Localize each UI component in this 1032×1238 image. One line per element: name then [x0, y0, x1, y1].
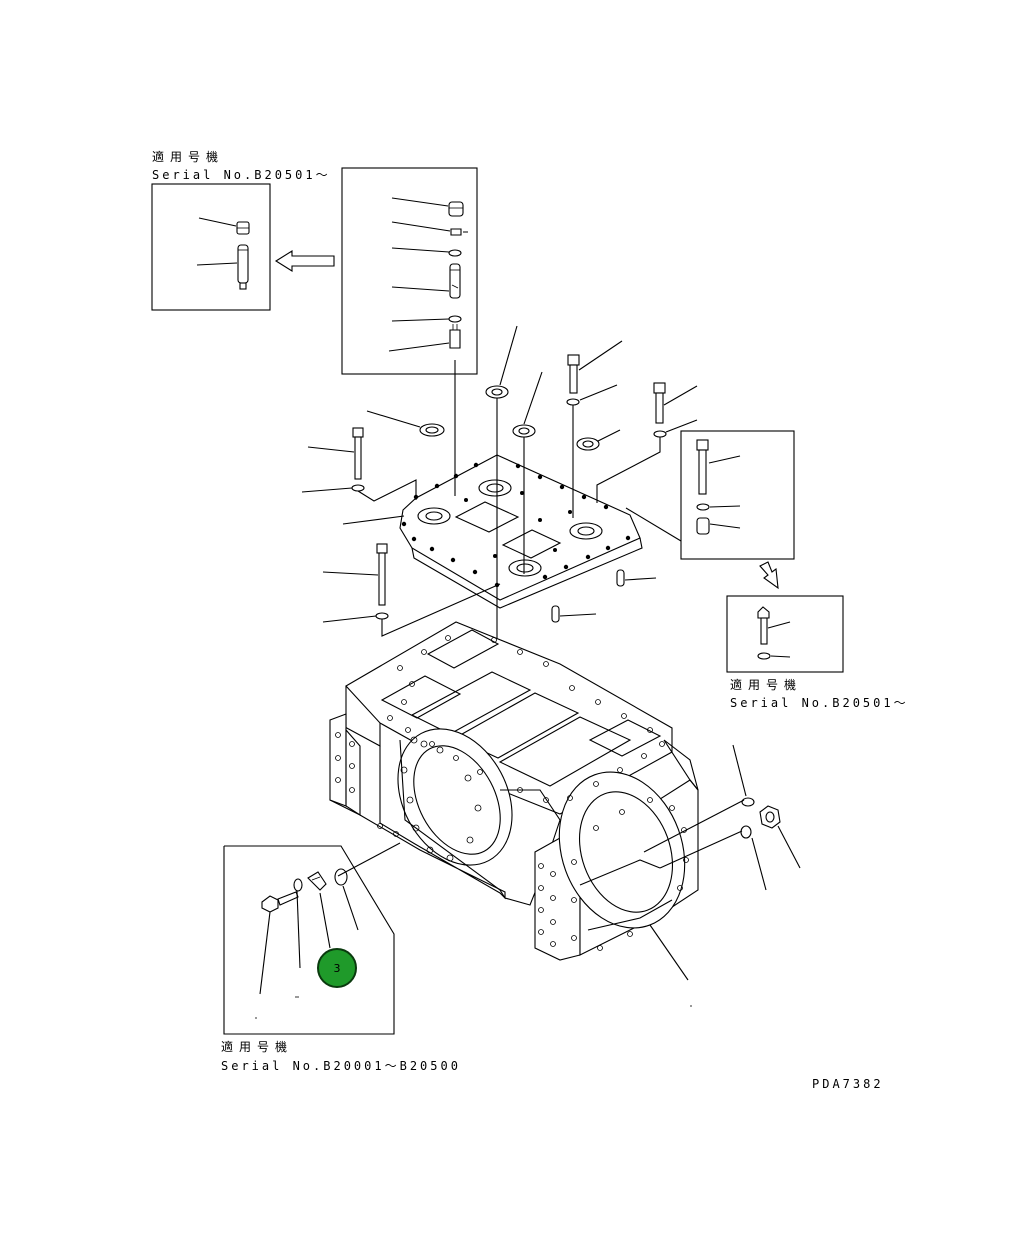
inset-frame-right-lower	[726, 595, 844, 673]
inset-bottom-left-serial: Serial No.B20001～B20500	[221, 1059, 461, 1073]
inset-bottom-left-title: 適用号機	[221, 1040, 294, 1054]
inset-frame-right-upper	[680, 430, 795, 560]
drawing-code: PDA7382	[812, 1077, 884, 1091]
inset-top-left-title: 適用号機	[152, 150, 225, 164]
inset-right-title: 適用号機	[730, 678, 803, 692]
inset-right-serial: Serial No.B20501～	[730, 696, 909, 710]
arrow-down-icon	[759, 561, 779, 590]
transmission-case	[329, 621, 699, 981]
side-plugs	[337, 744, 801, 891]
cover-bolts	[301, 325, 698, 623]
inset-frame-top-left	[151, 183, 271, 311]
inset-frame-top-center	[341, 167, 478, 375]
inset-top-left-serial: Serial No.B20501～	[152, 168, 331, 182]
inset-frame-bottom-left	[223, 845, 395, 1035]
arrow-left-icon	[274, 250, 335, 272]
callout-badge-3[interactable]: 3	[317, 948, 357, 988]
top-cover-plate	[399, 454, 643, 609]
